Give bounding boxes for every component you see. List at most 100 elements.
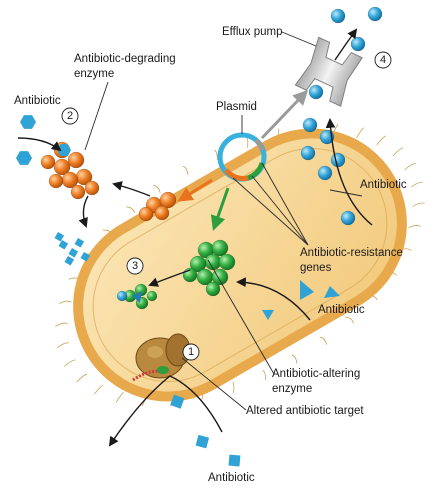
degrading-enzyme-sphere (70, 184, 86, 200)
pilus (76, 373, 88, 383)
plasmid-to-degrading-arrow (177, 178, 213, 202)
altering-enzyme-label-line2: enzyme (272, 383, 312, 395)
efflux-pump (294, 36, 363, 107)
antibiotic-to-green-arrow (236, 277, 311, 321)
antibiotic-to-pump-arrow (325, 118, 373, 226)
pilus (408, 225, 421, 229)
antibiotic-label-right: Antibiotic (360, 179, 407, 191)
mechanism-numbers: 1 2 3 4 (61, 51, 392, 361)
plasmid (217, 132, 267, 182)
pilus (410, 181, 424, 188)
antibiotic-sphere (330, 8, 346, 24)
antibiotic-label-mid-right: Antibiotic (318, 304, 365, 316)
degrading-enzyme-sphere (67, 151, 85, 169)
plasmid-label: Plasmid (216, 101, 257, 113)
degrading-enzyme-sphere-inside (138, 206, 154, 222)
altering-enzyme-label-line1: Antibiotic-altering (272, 368, 360, 380)
antibiotic-sphere (340, 210, 356, 226)
enzyme-out-arrow (112, 181, 151, 197)
labels: Efflux pump Antibiotic-degrading enzyme … (14, 26, 407, 484)
antibiotic-triangle (324, 286, 340, 298)
mechanism-2: 2 (67, 110, 73, 122)
resistance-genes-label-line2: genes (300, 262, 332, 274)
pilus (153, 185, 161, 193)
altering-enzyme-sphere (218, 253, 236, 271)
plasmid-to-pump-arrow (260, 89, 309, 140)
pilus (214, 149, 218, 160)
antibiotic-square (228, 454, 241, 467)
pilus (182, 165, 189, 175)
degrading-enzyme-label-line2: enzyme (74, 68, 114, 80)
degraded-antibiotic-fragment (54, 232, 65, 242)
mechanism-4-badge: 4 (374, 51, 392, 69)
antibiotic-in-arrow-2 (17, 137, 62, 152)
pilus (262, 369, 267, 380)
efflux-pump-label: Efflux pump (222, 26, 283, 38)
degrading-enzyme-sphere-inside (154, 205, 170, 221)
degraded-antibiotic-fragment (74, 238, 85, 248)
antibiotic-shapes (16, 115, 340, 467)
resistance-genes-label-line1: Antibiotic-resistance (300, 247, 403, 259)
antibiotic-triangle (262, 310, 274, 320)
green-to-small-arrow (148, 269, 191, 287)
pilus (93, 384, 104, 395)
antibiotic-label-top-left: Antibiotic (14, 95, 61, 107)
pilus (63, 359, 76, 367)
degrading-enzyme-label-line1: Antibiotic-degrading (74, 53, 176, 65)
degraded-antibiotic-fragment (64, 256, 75, 266)
antibiotic-sphere (317, 165, 333, 181)
pilus (115, 392, 124, 403)
degraded-out-arrow (78, 195, 89, 228)
antibiotic-sphere (302, 117, 318, 133)
antibiotic-sphere (116, 290, 128, 302)
antibiotic-label-bottom: Antibiotic (208, 472, 255, 484)
antibiotic-sphere (330, 152, 346, 168)
antibiotic-triangle (132, 291, 142, 303)
altering-enzyme-sphere (189, 255, 207, 273)
efflux-out-arrow (334, 28, 358, 61)
pilus (345, 316, 355, 324)
degrading-enzyme-sphere-inside (159, 191, 177, 209)
degrading-enzyme-sphere (53, 158, 71, 176)
mechanism-2-badge: 2 (61, 107, 79, 125)
antibiotic-hexagon (16, 151, 32, 165)
mechanism-1: 1 (188, 346, 194, 358)
target-arrow (108, 375, 223, 447)
antibiotic-sphere (350, 36, 366, 52)
degraded-antibiotic-fragment (68, 248, 79, 258)
antibiotic-spheres (116, 6, 383, 302)
pilus (56, 342, 69, 349)
antibiotic-square (195, 434, 210, 449)
leader-lines (84, 31, 363, 411)
pilus (376, 135, 386, 146)
degraded-antibiotic-fragment (58, 240, 69, 250)
pilus (59, 300, 72, 304)
ribosome (132, 333, 191, 382)
altered-target-label: Altered antibiotic target (246, 405, 364, 417)
arrows (17, 28, 373, 447)
altering-enzyme-sphere (205, 281, 221, 297)
pilus (126, 206, 136, 214)
pilus (412, 202, 425, 207)
altering-enzyme-small-sphere (146, 290, 158, 302)
mechanism-4: 4 (380, 54, 386, 66)
degrading-enzyme-sphere (40, 154, 56, 170)
altering-enzyme-sphere (211, 239, 229, 257)
pilus (232, 381, 235, 393)
plasmid-to-altering-arrow (210, 187, 230, 231)
mechanism-1-badge: 1 (182, 343, 200, 361)
antibiotic-sphere (300, 145, 316, 161)
antibiotic-altering-enzyme-cluster (182, 239, 236, 297)
degraded-antibiotic-fragment (80, 252, 91, 262)
mechanism-3-badge: 3 (126, 257, 144, 275)
antibiotic-degrading-enzyme-cluster-inside (138, 191, 177, 222)
antibiotic-sphere (308, 84, 324, 100)
degrading-enzyme-sphere (84, 180, 100, 196)
antibiotic-triangle (300, 280, 314, 300)
pilus (404, 163, 416, 171)
degrading-enzyme-sphere (48, 173, 64, 189)
pilus (319, 336, 328, 345)
antibiotic-sphere (367, 6, 383, 22)
pilus (356, 127, 365, 138)
